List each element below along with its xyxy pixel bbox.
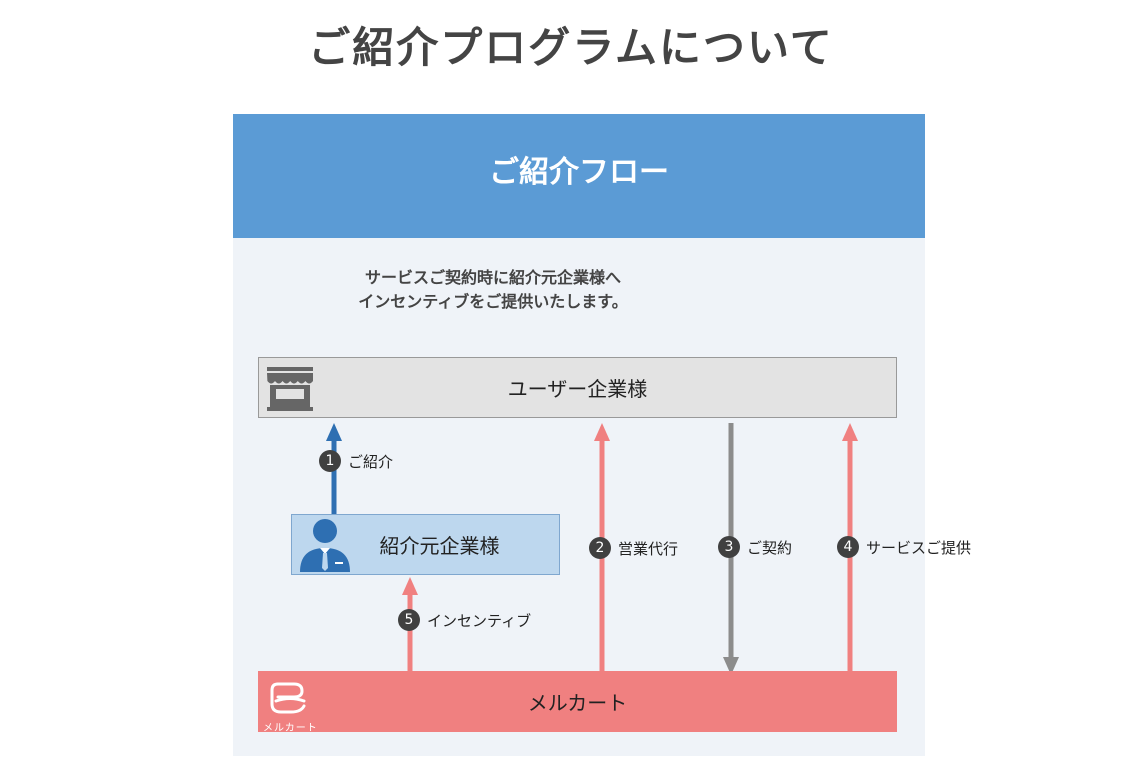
intro-line-1: サービスご契約時に紹介元企業様へ (364, 268, 621, 287)
intro-text: サービスご契約時に紹介元企業様へ インセンティブをご提供いたします。 (313, 266, 673, 314)
step-label: 営業代行 (618, 539, 679, 558)
step-2-sales-agency: 2 営業代行 (589, 537, 678, 559)
intro-line-2: インセンティブをご提供いたします。 (358, 292, 628, 311)
step-label: サービスご提供 (866, 538, 972, 557)
flow-arrows (326, 423, 858, 675)
user-company-box: ユーザー企業様 (258, 357, 897, 418)
referrer-company-box: 紹介元企業様 (291, 514, 560, 575)
step-number-badge: 3 (718, 536, 740, 558)
arrow-incentive (402, 577, 418, 671)
user-company-label: ユーザー企業様 (507, 377, 648, 401)
flow-header: ご紹介フロー (233, 114, 925, 238)
step-number-badge: 4 (837, 536, 859, 558)
store-icon (267, 367, 313, 411)
person-icon (300, 519, 350, 572)
merucart-logo: メルカート (260, 680, 324, 734)
merucart-logo-icon (270, 682, 306, 714)
flow-panel: ご紹介フロー サービスご契約時に紹介元企業様へ インセンティブをご提供いたします… (233, 114, 971, 756)
step-5-incentive: 5 インセンティブ (398, 609, 531, 631)
step-label: インセンティブ (427, 611, 532, 630)
step-label: ご契約 (747, 538, 793, 557)
referrer-company-label: 紹介元企業様 (379, 534, 500, 558)
merucart-logo-text: メルカート (263, 723, 318, 734)
merucart-box: メルカート メルカート (258, 671, 897, 734)
step-label: ご紹介 (348, 452, 394, 471)
step-1-referral: 1 ご紹介 (319, 450, 393, 472)
merucart-label: メルカート (527, 691, 628, 715)
page-title: ご紹介プログラムについて (308, 23, 834, 72)
step-4-service-provision: 4 サービスご提供 (837, 536, 971, 558)
step-number-badge: 5 (398, 609, 420, 631)
step-number-badge: 1 (319, 450, 341, 472)
step-3-contract: 3 ご契約 (718, 536, 792, 558)
step-number-badge: 2 (589, 537, 611, 559)
